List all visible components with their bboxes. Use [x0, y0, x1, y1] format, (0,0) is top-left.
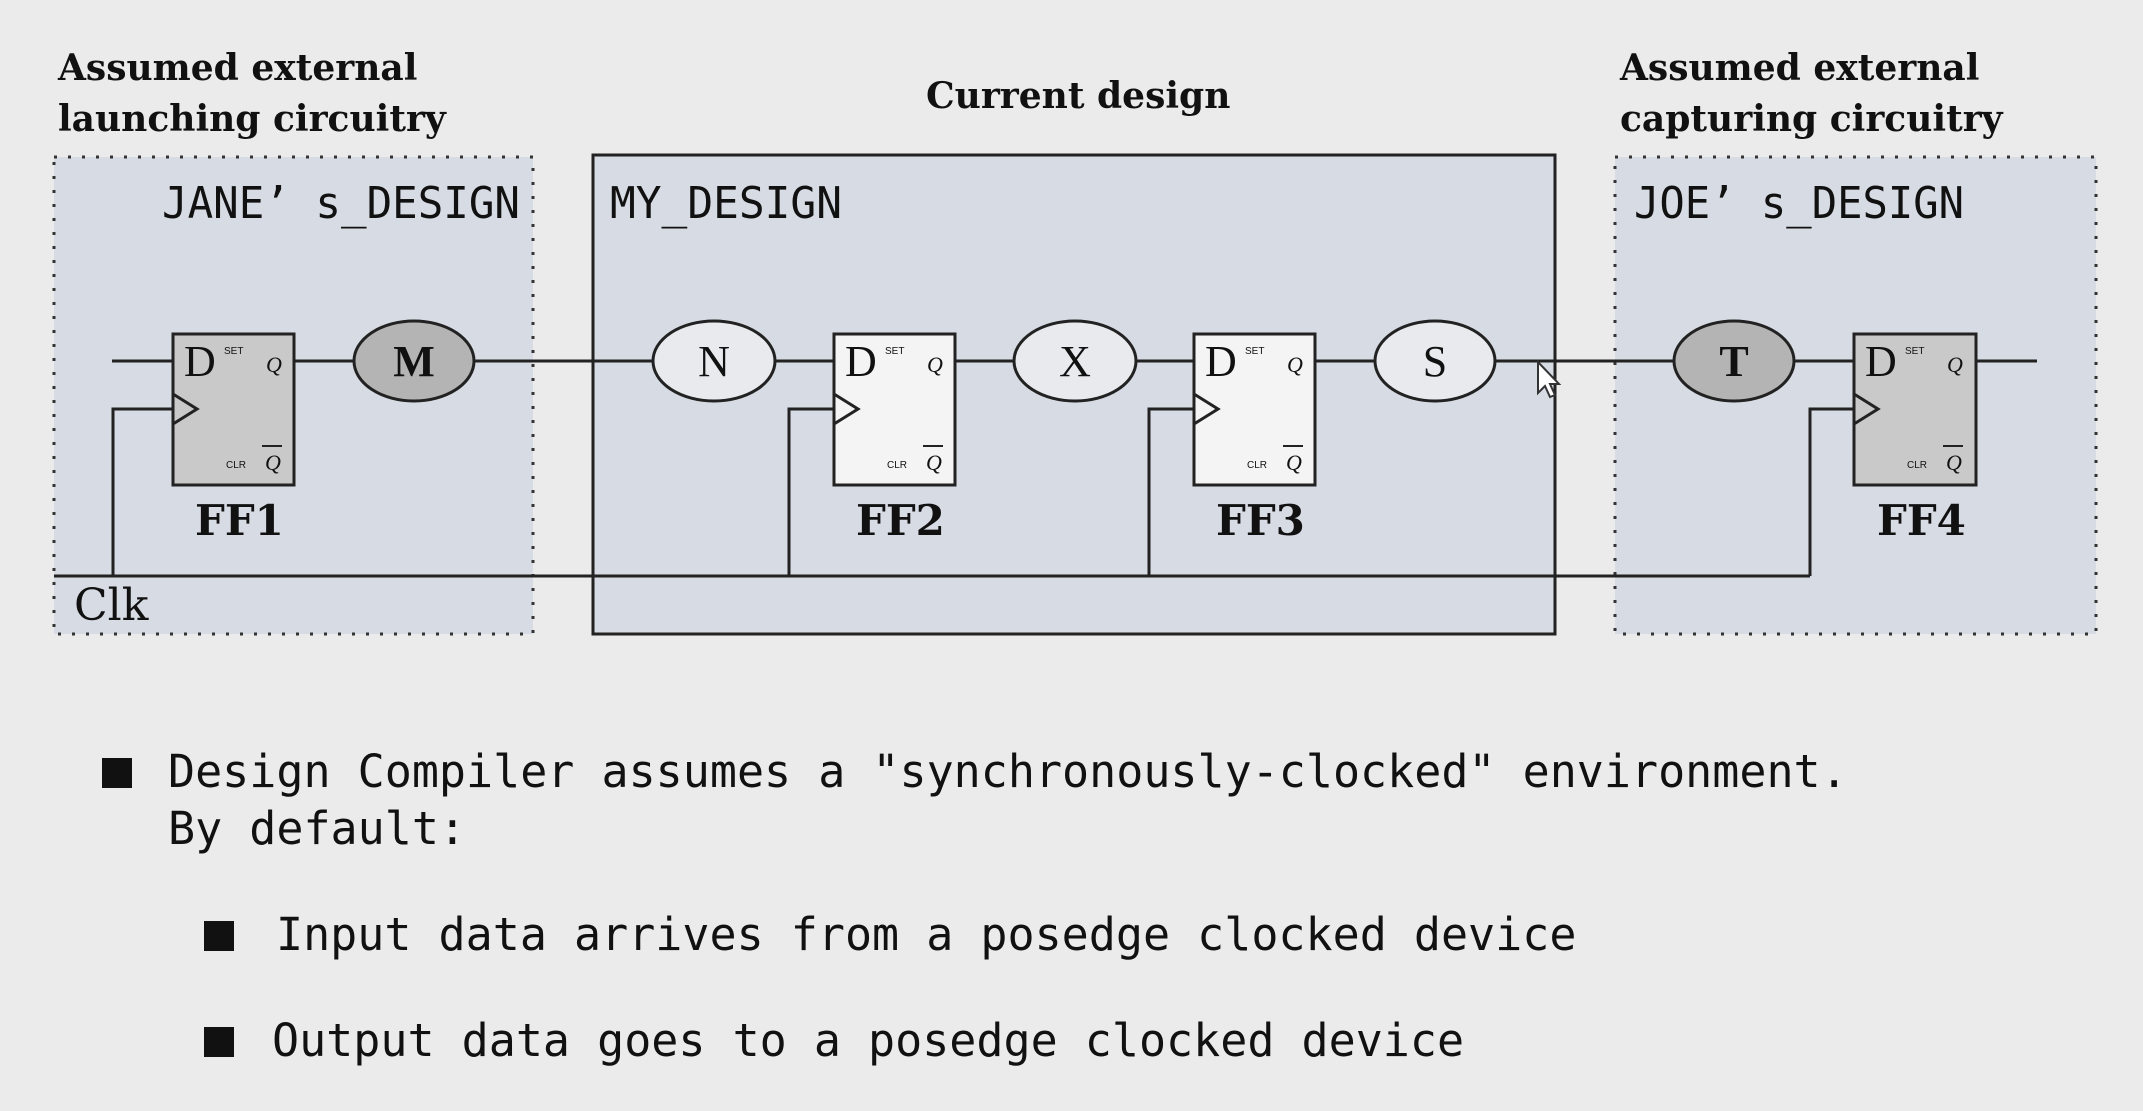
- node-x: X: [1012, 319, 1138, 403]
- node-n: N: [651, 319, 777, 403]
- flip-flop-ff1: D SET Q CLR Q FF1: [171, 332, 296, 545]
- bullet-main-line2: By default:: [168, 802, 467, 855]
- ff1-label: FF1: [195, 496, 284, 545]
- bullet-sub2-text: Output data goes to a posedge clocked de…: [272, 1014, 1465, 1067]
- ff3-label: FF3: [1216, 496, 1305, 545]
- node-t: T: [1672, 319, 1796, 403]
- flip-flop-ff3: D SET Q CLR Q FF3: [1192, 332, 1317, 545]
- capture-header-line2: capturing circuitry: [1620, 98, 2004, 140]
- jane-design-title: JANE’ s_DESIGN: [162, 178, 520, 229]
- ff1-qbar-pin: Q: [265, 450, 281, 475]
- ff4-clr-pin: CLR: [1907, 460, 1927, 471]
- clock-wires: [54, 407, 1854, 578]
- node-s: S: [1373, 319, 1497, 403]
- clock-label: Clk: [74, 580, 149, 631]
- ff2-set-pin: SET: [885, 346, 904, 357]
- ff1-clr-pin: CLR: [226, 460, 246, 471]
- ff1-q-pin: Q: [266, 352, 282, 377]
- ff2-d-pin: D: [845, 337, 877, 386]
- bullet-sub1-icon: [204, 921, 234, 951]
- ff3-clr-pin: CLR: [1247, 460, 1267, 471]
- ff4-set-pin: SET: [1905, 346, 1924, 357]
- ff4-d-pin: D: [1865, 337, 1897, 386]
- node-x-label: X: [1059, 337, 1091, 386]
- ff2-clr-pin: CLR: [887, 460, 907, 471]
- ff4-label: FF4: [1877, 496, 1966, 545]
- node-m: M: [352, 319, 476, 403]
- ff2-label: FF2: [856, 496, 945, 545]
- bullet-sub2-icon: [204, 1027, 234, 1057]
- ff1-d-pin: D: [184, 337, 216, 386]
- ff3-d-pin: D: [1205, 337, 1237, 386]
- ff3-qbar-pin: Q: [1286, 450, 1302, 475]
- bullet-main-line1: Design Compiler assumes a "synchronously…: [168, 745, 1848, 798]
- ff3-set-pin: SET: [1245, 346, 1264, 357]
- ff2-qbar-pin: Q: [926, 450, 942, 475]
- my-design-title: MY_DESIGN: [610, 178, 842, 229]
- mouse-cursor-icon: [1537, 359, 1562, 399]
- ff3-q-pin: Q: [1287, 352, 1303, 377]
- ff1-set-pin: SET: [224, 346, 243, 357]
- node-s-label: S: [1423, 337, 1447, 386]
- ff2-q-pin: Q: [927, 352, 943, 377]
- node-m-label: M: [393, 337, 435, 386]
- node-t-label: T: [1719, 337, 1748, 386]
- timing-diagram: Assumed external launching circuitry Cur…: [52, 47, 2098, 636]
- flip-flop-ff4: D SET Q CLR Q FF4: [1852, 332, 1978, 545]
- launch-header-line2: launching circuitry: [58, 98, 447, 140]
- bullet-sub1-text: Input data arrives from a posedge clocke…: [276, 908, 1577, 961]
- node-n-label: N: [698, 337, 730, 386]
- launch-header-line1: Assumed external: [57, 47, 417, 89]
- capture-header-line1: Assumed external: [1619, 47, 1979, 89]
- bullet-main-icon: [102, 758, 132, 788]
- ff4-qbar-pin: Q: [1946, 450, 1962, 475]
- joe-design-title: JOE’ s_DESIGN: [1634, 178, 1964, 229]
- current-design-header: Current design: [926, 75, 1230, 117]
- ff4-q-pin: Q: [1947, 352, 1963, 377]
- flip-flop-ff2: D SET Q CLR Q FF2: [832, 332, 957, 545]
